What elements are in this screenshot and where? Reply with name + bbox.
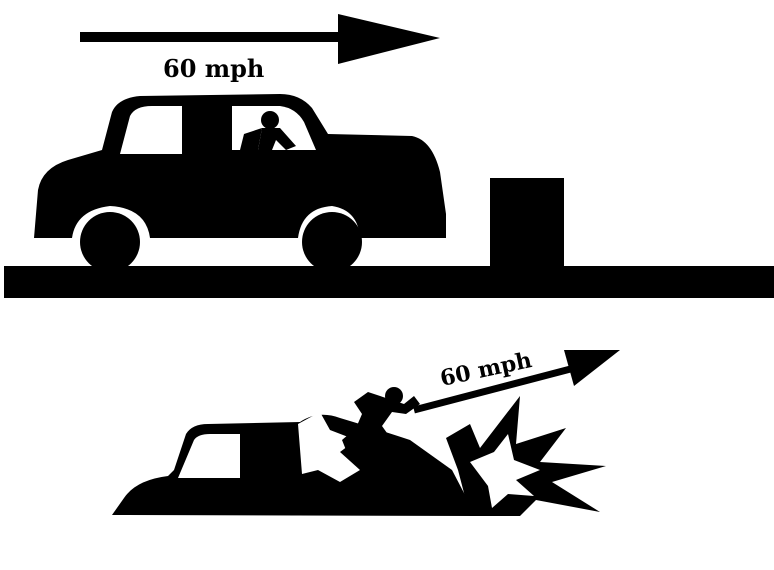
car-speed-label: 60 mph	[163, 54, 264, 83]
top-panel: 60 mph	[4, 14, 774, 298]
crashed-car-icon	[112, 412, 476, 516]
ground-bar	[4, 266, 774, 298]
car-icon	[34, 94, 446, 272]
bottom-panel: 60 mph	[112, 347, 620, 516]
wall-block	[490, 178, 564, 270]
crash-burst-icon	[446, 396, 606, 516]
